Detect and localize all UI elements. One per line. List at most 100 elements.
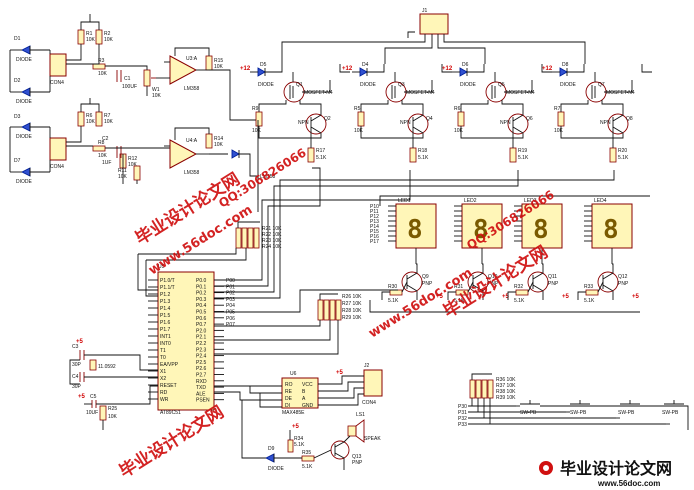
seven-seg-digit: 8 bbox=[603, 215, 619, 245]
svg-text:5.1K: 5.1K bbox=[294, 442, 305, 448]
svg-text:W1: W1 bbox=[152, 87, 160, 93]
npn-ref: Q4 bbox=[426, 116, 433, 122]
svg-text:R34: R34 bbox=[294, 436, 303, 442]
svg-text:11.0592: 11.0592 bbox=[98, 364, 116, 370]
display-r-val: 5.1K bbox=[454, 298, 465, 304]
svg-text:10K: 10K bbox=[86, 37, 96, 43]
rail-label: +5 bbox=[502, 294, 510, 300]
svg-text:RE: RE bbox=[285, 389, 293, 395]
rbase-ref: R19 bbox=[518, 148, 527, 154]
mosfet-name: MOSFET-N4 bbox=[406, 90, 435, 96]
watermark-brand-1: 毕业设计论文网 bbox=[132, 168, 244, 249]
mcu-at89c51: U5 AT89C51 P1.0/TP1.1/TP1.2P1.3P1.4P1.5P… bbox=[148, 264, 235, 416]
svg-text:PNP: PNP bbox=[352, 460, 363, 466]
display-pin: P12 bbox=[370, 214, 379, 220]
svg-text:10K: 10K bbox=[98, 153, 108, 159]
display-pin: P10 bbox=[370, 204, 379, 210]
svg-text:U4:A: U4:A bbox=[186, 138, 198, 144]
rbase-val: 5.1K bbox=[316, 155, 327, 161]
opamp-u3a: U3:A LM358 bbox=[156, 47, 258, 121]
svg-text:R3: R3 bbox=[98, 58, 105, 64]
svg-text:B: B bbox=[302, 389, 306, 395]
svg-text:R22 10K: R22 10K bbox=[262, 232, 282, 238]
res-array-mid: R21 10K R22 10K R23 10K R24 10K bbox=[235, 221, 282, 250]
svg-text:10K: 10K bbox=[108, 414, 118, 420]
logo-url: www.56doc.com bbox=[597, 479, 660, 488]
mcu-pin-right: P2.4 bbox=[196, 354, 207, 360]
mcu-pin-right: P2.0 bbox=[196, 328, 207, 334]
rbase-val: 5.1K bbox=[418, 155, 429, 161]
res-val: 10K bbox=[554, 128, 564, 134]
svg-text:+5: +5 bbox=[78, 394, 86, 400]
svg-text:10UF: 10UF bbox=[86, 410, 98, 416]
mcu-pin-left: RD bbox=[160, 390, 168, 396]
svg-text:5.1K: 5.1K bbox=[302, 464, 313, 470]
mcu-pin-left: INT1 bbox=[160, 334, 171, 340]
npn-name: NPN bbox=[600, 120, 611, 126]
max485-section: RO RE DE DI VCC B A GND MAX485E U6 J2 CO… bbox=[214, 363, 383, 416]
svg-text:P32: P32 bbox=[458, 416, 467, 422]
switch-section: R36 10K R37 10K R38 10K R39 10K P30 P31 … bbox=[458, 373, 689, 430]
mcu-net-label: P07 bbox=[226, 322, 235, 328]
sensor-diode-4: D7 DIODE bbox=[10, 158, 50, 185]
display-ref: LED4 bbox=[594, 198, 607, 204]
svg-text:VCC: VCC bbox=[302, 382, 313, 388]
seven-seg-digit: 8 bbox=[473, 215, 489, 245]
mcu-pin-left: T0 bbox=[160, 355, 166, 361]
mcu-pin-right: PSEN bbox=[196, 398, 210, 404]
res-array-display: R26 10K R27 10K R28 10K R29 10K bbox=[317, 293, 362, 321]
svg-text:C1: C1 bbox=[124, 76, 131, 82]
seven-seg-displays: LED18P10P11P12P13P14P15P16P17Q9PNPR305.1… bbox=[369, 195, 650, 313]
diode-name: DIODE bbox=[560, 82, 577, 88]
svg-text:R29 10K: R29 10K bbox=[342, 315, 362, 321]
display-pin: P16 bbox=[370, 234, 379, 240]
top-connector: J1 bbox=[281, 8, 586, 64]
svg-text:10K: 10K bbox=[214, 142, 224, 148]
svg-text:P33: P33 bbox=[458, 422, 467, 428]
mosfet-name: MOSFET-N4 bbox=[506, 90, 535, 96]
display-ref: LED2 bbox=[464, 198, 477, 204]
display-q-ref: Q12 bbox=[618, 274, 628, 280]
top-connector-ref: J1 bbox=[422, 8, 428, 14]
svg-text:R28 10K: R28 10K bbox=[342, 308, 362, 314]
mcu-net-label: P05 bbox=[226, 310, 235, 316]
svg-text:10K: 10K bbox=[152, 93, 162, 99]
svg-text:+5: +5 bbox=[336, 370, 344, 376]
rail-label: +5 bbox=[632, 294, 640, 300]
mcu-pin-left: P1.0/T bbox=[160, 278, 175, 284]
res-ref: R7 bbox=[554, 106, 561, 112]
svg-text:10K: 10K bbox=[128, 162, 138, 168]
mosfet-name: MOSFET-N4 bbox=[304, 90, 333, 96]
display-r-val: 5.1K bbox=[584, 298, 595, 304]
mcu-net-label: P06 bbox=[226, 316, 235, 322]
mcu-pin-left: WR bbox=[160, 397, 169, 403]
display-pin: P17 bbox=[370, 239, 379, 245]
svg-text:100UF: 100UF bbox=[122, 84, 137, 90]
mcu-pin-left: T1 bbox=[160, 348, 166, 354]
res-ref: R9 bbox=[252, 106, 259, 112]
display-r-val: 5.1K bbox=[514, 298, 525, 304]
rail-label: +12 bbox=[442, 66, 453, 72]
mcu-pin-right: P2.7 bbox=[196, 373, 207, 379]
display-pin: P14 bbox=[370, 224, 379, 230]
svg-text:DIODE: DIODE bbox=[16, 99, 33, 105]
npn-ref: Q6 bbox=[526, 116, 533, 122]
diode-name: DIODE bbox=[360, 82, 377, 88]
svg-text:CON4: CON4 bbox=[362, 400, 376, 406]
mcu-pin-right: P2.5 bbox=[196, 360, 207, 366]
mcu-net-label: P02 bbox=[226, 291, 235, 297]
rail-label: +12 bbox=[342, 66, 353, 72]
mcu-pin-left: X1 bbox=[160, 369, 166, 375]
mcu-pin-left: P1.4 bbox=[160, 306, 171, 312]
sensor-section: D1 DIODE D2 DIODE D3 DIODE D7 DIODE CON4 bbox=[9, 14, 224, 185]
display-pin: P11 bbox=[370, 209, 379, 215]
display-r-ref: R32 bbox=[514, 284, 523, 290]
svg-text:10K: 10K bbox=[214, 64, 224, 70]
mcu-net-label: P03 bbox=[226, 297, 235, 303]
svg-text:D2: D2 bbox=[14, 78, 21, 84]
